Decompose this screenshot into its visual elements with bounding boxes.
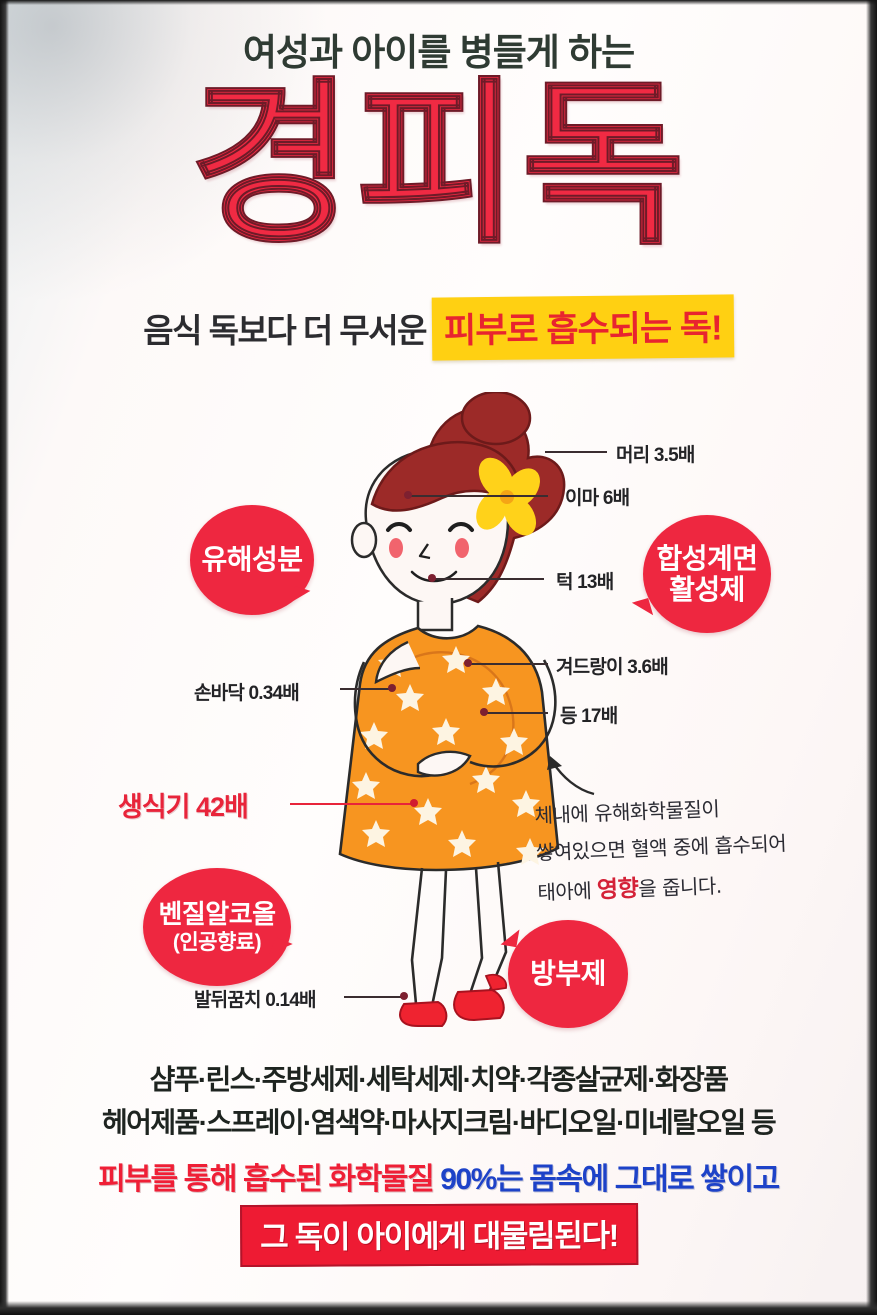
leg-left-outer	[410, 867, 424, 1005]
pointer-line-forehead	[408, 495, 548, 497]
note-line-3-emphasis: 영향	[596, 875, 639, 904]
pointer-dot-forehead	[404, 491, 412, 499]
claim-line: 피부를 통해 흡수된 화학물질 90%는 몸속에 그대로 쌓이고	[0, 1154, 877, 1198]
photo-edge-bottom	[0, 1301, 877, 1315]
curved-arrow-icon	[547, 756, 595, 796]
bubble-synthetic-surfactant: 합성계면 활성제	[643, 515, 771, 633]
nose	[418, 543, 431, 560]
pointer-line-armpit	[470, 663, 548, 665]
note-line-3-after: 을 줍니다.	[637, 873, 723, 901]
hair-bun	[460, 392, 532, 446]
shoe-left	[399, 1000, 448, 1027]
pointer-dot-palm	[388, 684, 396, 692]
shoe-right	[453, 988, 505, 1022]
label-genitals: 생식기 42배	[118, 792, 249, 822]
bubble-preservative: 방부제	[508, 920, 628, 1028]
eye-left	[386, 522, 412, 532]
eye-right	[448, 522, 474, 532]
claim-part-blue: 90%는 몸속에 그대로 쌓이고	[440, 1163, 780, 1196]
label-armpit: 겨드랑이 3.6배	[556, 657, 669, 678]
pointer-dot-jaw	[428, 574, 436, 582]
arm-right	[469, 659, 557, 768]
leg-right-outer	[464, 867, 484, 1007]
yellow-flower-hair-pin	[476, 457, 540, 536]
headline-kicker: 여성과 아이를 병들게 하는	[242, 32, 635, 73]
ear	[350, 521, 378, 559]
bubble-synthetic-surfactant-line2: 활성제	[669, 574, 745, 605]
blush-right	[455, 538, 469, 558]
photo-edge-left	[0, 0, 9, 1315]
hand-right	[416, 750, 472, 777]
bubble-benzyl-alcohol-line1: 벤질알코올	[158, 898, 276, 929]
label-palm: 손바닥 0.34배	[194, 683, 300, 704]
pointer-line-jaw	[434, 578, 544, 580]
pointer-dot-armpit	[464, 659, 472, 667]
product-list-line-2: 헤어제품·스프레이·염색약·마사지크림·바디오일·미네랄오일 등	[102, 1107, 777, 1138]
label-forehead: 이마 6배	[565, 488, 630, 509]
label-jaw: 턱 13배	[556, 572, 614, 593]
bubble-harmful-ingredients-label: 유해성분	[201, 544, 303, 576]
subtitle-plain: 음식 독보다 더 무서운	[143, 311, 427, 349]
product-list-line-1: 샴푸·린스·주방세제·세탁세제·치약·각종살균제·화장품	[149, 1064, 729, 1095]
bubble-benzyl-alcohol-sub: (인공향료)	[172, 930, 262, 954]
bubble-benzyl-alcohol: 벤질알코올 (인공향료)	[143, 868, 291, 986]
label-heel: 발뒤꿈치 0.14배	[194, 990, 316, 1011]
pointer-line-genitals	[290, 803, 415, 805]
subtitle-highlight-badge: 피부로 흡수되는 독!	[431, 294, 735, 361]
pointer-dot-back	[480, 708, 488, 716]
claim-part-red: 피부를 통해 흡수된 화학물질	[98, 1163, 441, 1196]
hand-left	[374, 640, 421, 685]
pointer-line-back	[486, 712, 548, 714]
note-line-3-before: 태아에	[537, 878, 598, 905]
label-head: 머리 3.5배	[616, 445, 695, 466]
page-title: 경피독	[189, 65, 688, 264]
label-back: 등 17배	[560, 706, 618, 727]
handwritten-note: 체내에 유해화학물질이 쌓여있으면 혈액 중에 흡수되어 태아에 영향을 줍니다…	[534, 786, 838, 914]
photo-edge-top	[0, 0, 877, 5]
bubble-synthetic-surfactant-line1: 합성계면	[656, 542, 758, 574]
pointer-dot-genitals	[410, 799, 418, 807]
shoe-right-strap	[484, 973, 508, 991]
leg-left-inner	[430, 869, 448, 1007]
photo-edge-right	[866, 0, 877, 1315]
blush-left	[389, 538, 403, 558]
pointer-line-head	[545, 451, 607, 453]
pointer-line-heel	[344, 996, 404, 998]
subtitle-row: 음식 독보다 더 무서운 피부로 흡수되는 독!	[0, 294, 877, 361]
final-banner-label: 그 독이 아이에게 대물림된다!	[259, 1218, 618, 1255]
final-banner: 그 독이 아이에게 대물림된다!	[239, 1202, 638, 1268]
pointer-line-palm	[340, 688, 392, 690]
neck	[416, 598, 454, 632]
bubble-tail-preservative	[500, 926, 520, 948]
bubble-harmful-ingredients: 유해성분	[190, 505, 314, 615]
bubble-preservative-label: 방부제	[530, 958, 606, 990]
pointer-dot-heel	[400, 992, 408, 1000]
